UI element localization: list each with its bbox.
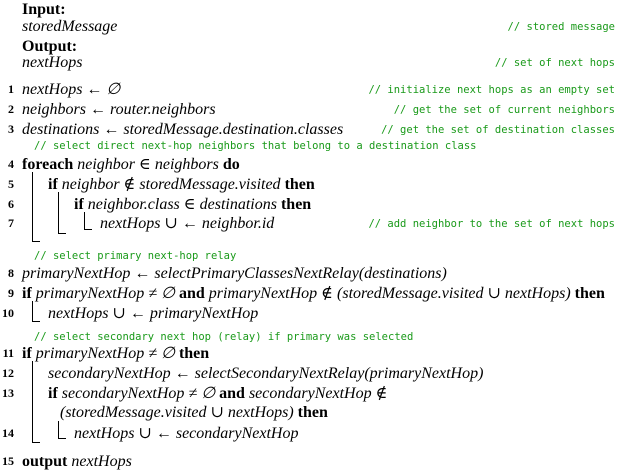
comment: // select secondary next hop (relay) if … bbox=[34, 331, 414, 343]
algo-line-2: 2 neighbors ← router.neighbors // get th… bbox=[0, 100, 621, 120]
comment: // select direct next-hop neighbors that… bbox=[34, 140, 477, 152]
keyword-if: if bbox=[48, 176, 58, 193]
line-number: 9 bbox=[8, 286, 14, 300]
algo-line-4: 4 foreach neighbor ∈ neighbors do bbox=[0, 155, 621, 175]
algo-line-3: 3 destinations ← storedMessage.destinati… bbox=[0, 120, 621, 140]
code: primaryNextHop ≠ ∅ bbox=[35, 345, 175, 362]
code: neighbor.class ∈ destinations bbox=[87, 196, 277, 213]
comment: // initialize next hops as an empty set bbox=[368, 84, 615, 96]
keyword-if: if bbox=[22, 345, 32, 362]
algo-line-8: 8 primaryNextHop ← selectPrimaryClassesN… bbox=[0, 264, 621, 284]
algo-line-11: 11 if primaryNextHop ≠ ∅ then bbox=[0, 344, 621, 364]
algo-line-10: 10 nextHops ∪ ← primaryNextHop bbox=[0, 304, 621, 324]
line-number: 10 bbox=[2, 306, 14, 320]
output-label: Output: bbox=[22, 38, 78, 55]
line-number: 2 bbox=[8, 102, 14, 116]
line-number: 3 bbox=[8, 122, 14, 136]
code: primaryNextHop ∉ (storedMessage.visited … bbox=[208, 285, 571, 302]
code: secondaryNextHop ∉ bbox=[248, 385, 388, 402]
line-number: 13 bbox=[2, 386, 14, 400]
line-number: 6 bbox=[8, 197, 14, 211]
input-comment: // stored message bbox=[507, 21, 615, 33]
algo-line-13-cont: (storedMessage.visited ∪ nextHops) then bbox=[0, 403, 621, 423]
keyword-then: then bbox=[574, 285, 605, 302]
keyword-then: then bbox=[297, 404, 328, 421]
algo-line-14: 14 nextHops ∪ ← secondaryNextHop bbox=[0, 424, 621, 444]
output-var-line: nextHops // set of next hops bbox=[0, 53, 621, 73]
comment: // select primary next-hop relay bbox=[34, 250, 237, 262]
block-bar-if-primary-nonempty bbox=[32, 361, 40, 443]
algo-line-7: 7 nextHops ∪ ← neighbor.id // add neighb… bbox=[0, 214, 621, 234]
keyword-do: do bbox=[222, 156, 240, 173]
code: secondaryNextHop ≠ ∅ bbox=[61, 385, 216, 402]
keyword-output: output bbox=[22, 453, 68, 470]
keyword-then: then bbox=[280, 196, 312, 213]
output-var: nextHops bbox=[22, 54, 83, 71]
line-number: 5 bbox=[8, 177, 14, 191]
algo-line-12: 12 secondaryNextHop ← selectSecondaryNex… bbox=[0, 364, 621, 384]
code: (storedMessage.visited ∪ nextHops) bbox=[60, 404, 294, 421]
keyword-then: then bbox=[178, 345, 210, 362]
comment: // add neighbor to the set of next hops bbox=[368, 218, 615, 230]
line-number: 14 bbox=[2, 426, 14, 440]
keyword-and: and bbox=[219, 385, 245, 402]
keyword-and: and bbox=[178, 285, 205, 302]
code: neighbors ← router.neighbors bbox=[22, 101, 216, 118]
code: nextHops ← ∅ bbox=[22, 81, 121, 98]
algo-comment-3: // select secondary next hop (relay) if … bbox=[0, 327, 621, 347]
keyword-if: if bbox=[74, 196, 84, 213]
algo-comment-1: // select direct next-hop neighbors that… bbox=[0, 136, 621, 156]
code: primaryNextHop ≠ ∅ bbox=[35, 285, 175, 302]
input-label: Input: bbox=[22, 1, 66, 18]
algo-line-5: 5 if neighbor ∉ storedMessage.visited th… bbox=[0, 175, 621, 195]
code: nextHops bbox=[71, 453, 132, 470]
algo-line-6: 6 if neighbor.class ∈ destinations then bbox=[0, 195, 621, 215]
comment: // get the set of current neighbors bbox=[393, 104, 615, 116]
code: neighbor ∈ neighbors bbox=[77, 156, 219, 173]
block-bar-foreach bbox=[32, 172, 40, 242]
algo-line-9: 9 if primaryNextHop ≠ ∅ and primaryNextH… bbox=[0, 284, 621, 304]
line-number: 15 bbox=[2, 454, 14, 468]
code: neighbor ∉ storedMessage.visited bbox=[61, 176, 281, 193]
line-number: 7 bbox=[8, 216, 14, 230]
code: nextHops ∪ ← secondaryNextHop bbox=[74, 425, 299, 442]
line-number: 8 bbox=[8, 266, 14, 280]
output-comment: // set of next hops bbox=[494, 57, 615, 69]
line-number: 1 bbox=[8, 82, 14, 96]
line-number: 12 bbox=[2, 366, 14, 380]
block-bar-if-secondary bbox=[58, 421, 66, 439]
algo-line-1: 1 nextHops ← ∅ // initialize next hops a… bbox=[0, 80, 621, 100]
comment: // get the set of destination classes bbox=[381, 124, 615, 136]
output-header: Output: bbox=[0, 37, 621, 57]
line-number: 4 bbox=[8, 157, 14, 171]
algo-comment-2: // select primary next-hop relay bbox=[0, 246, 621, 266]
keyword-if: if bbox=[22, 285, 32, 302]
input-header: Input: bbox=[0, 0, 621, 20]
algo-line-15: 15 output nextHops bbox=[0, 452, 621, 472]
block-bar-if-primary bbox=[32, 301, 40, 322]
code: nextHops ∪ ← neighbor.id bbox=[100, 215, 275, 232]
keyword-if: if bbox=[48, 385, 58, 402]
input-var: storedMessage bbox=[22, 18, 118, 35]
code: primaryNextHop ← selectPrimaryClassesNex… bbox=[22, 265, 447, 282]
code: destinations ← storedMessage.destination… bbox=[22, 121, 344, 138]
keyword-then: then bbox=[284, 176, 315, 193]
algo-line-13: 13 if secondaryNextHop ≠ ∅ and secondary… bbox=[0, 384, 621, 404]
keyword-foreach: foreach bbox=[22, 156, 74, 173]
code: nextHops ∪ ← primaryNextHop bbox=[48, 305, 259, 322]
code: secondaryNextHop ← selectSecondaryNextRe… bbox=[48, 365, 484, 382]
block-bar-if-class bbox=[84, 212, 92, 230]
line-number: 11 bbox=[2, 346, 14, 360]
block-bar-if-visited bbox=[58, 192, 66, 234]
input-var-line: storedMessage // stored message bbox=[0, 17, 621, 37]
